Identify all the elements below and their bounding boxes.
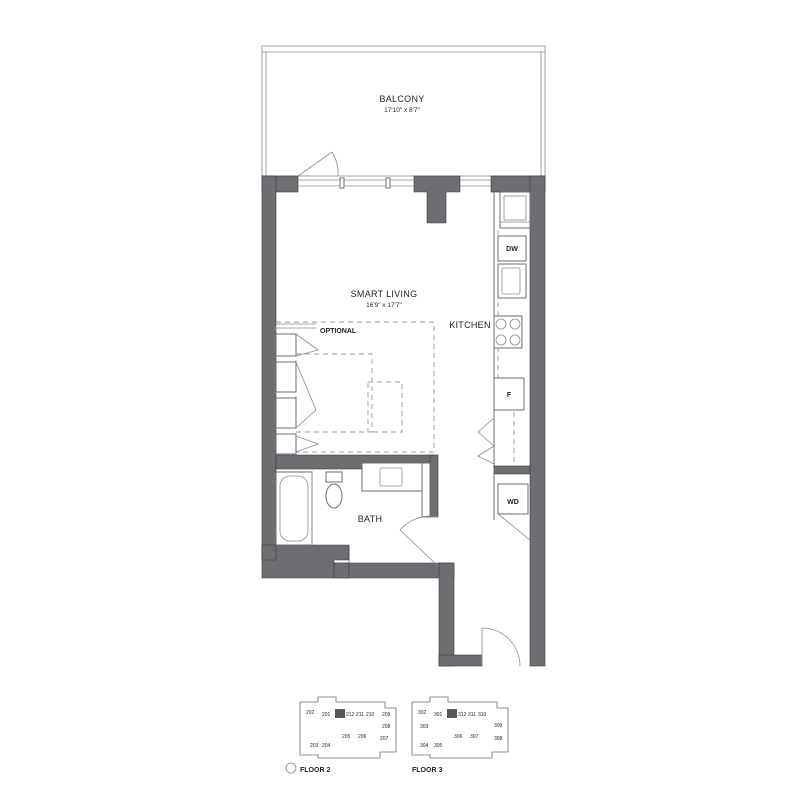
unit-205: 205 xyxy=(342,734,351,740)
key-plan-floor-2: 202 201 212 211 210 209 208 203 204 205 … xyxy=(285,696,397,774)
balcony-dims: 17'10" x 8'7" xyxy=(384,107,420,114)
bath-label: BATH xyxy=(358,514,383,524)
unit-301: 301 xyxy=(434,712,443,718)
floor-2-label: FLOOR 2 xyxy=(300,767,330,774)
walls xyxy=(261,175,546,667)
unit-201: 201 xyxy=(322,712,331,718)
unit-202: 202 xyxy=(306,710,315,716)
kitchen-label: KITCHEN xyxy=(449,320,491,330)
unit-211: 211 xyxy=(356,712,364,718)
unit-312: 312 xyxy=(458,712,467,718)
entry-door xyxy=(481,627,521,667)
dishwasher-label: DW xyxy=(506,246,518,253)
fridge-label: F xyxy=(507,392,512,399)
unit-304: 304 xyxy=(420,743,429,749)
unit-208: 208 xyxy=(382,724,391,730)
optional-bed xyxy=(275,321,435,455)
unit-207: 207 xyxy=(380,736,389,742)
unit-210: 210 xyxy=(366,712,375,718)
unit-303: 303 xyxy=(420,724,429,730)
unit-306: 306 xyxy=(454,734,463,740)
kitchen-counter xyxy=(477,191,531,541)
balcony-area xyxy=(261,45,546,177)
living-label: SMART LIVING xyxy=(351,289,418,299)
balcony-door xyxy=(297,151,339,177)
unit-203: 203 xyxy=(310,743,319,749)
optional-label: OPTIONAL xyxy=(320,328,357,335)
unit-308: 308 xyxy=(494,736,503,742)
north-arrow-icon xyxy=(285,762,297,774)
key-plan-floor-3: 302 301 312 311 310 309 303 308 304 305 … xyxy=(411,696,509,774)
unit-204: 204 xyxy=(322,743,331,749)
unit-302: 302 xyxy=(418,710,427,716)
unit-311: 311 xyxy=(468,712,476,718)
balcony-label: BALCONY xyxy=(379,94,424,104)
washer-dryer-label: WD xyxy=(507,499,519,506)
living-dims: 16'9" x 17'7" xyxy=(366,302,402,309)
unit-309: 309 xyxy=(494,723,503,729)
floor-3-label: FLOOR 3 xyxy=(412,767,442,774)
unit-310: 310 xyxy=(478,712,487,718)
unit-212: 212 xyxy=(346,712,355,718)
bath-fixtures xyxy=(275,462,439,567)
window-top xyxy=(298,177,491,189)
unit-206: 206 xyxy=(358,734,367,740)
unit-209: 209 xyxy=(382,712,391,718)
unit-305: 305 xyxy=(434,743,443,749)
unit-307: 307 xyxy=(470,734,479,740)
